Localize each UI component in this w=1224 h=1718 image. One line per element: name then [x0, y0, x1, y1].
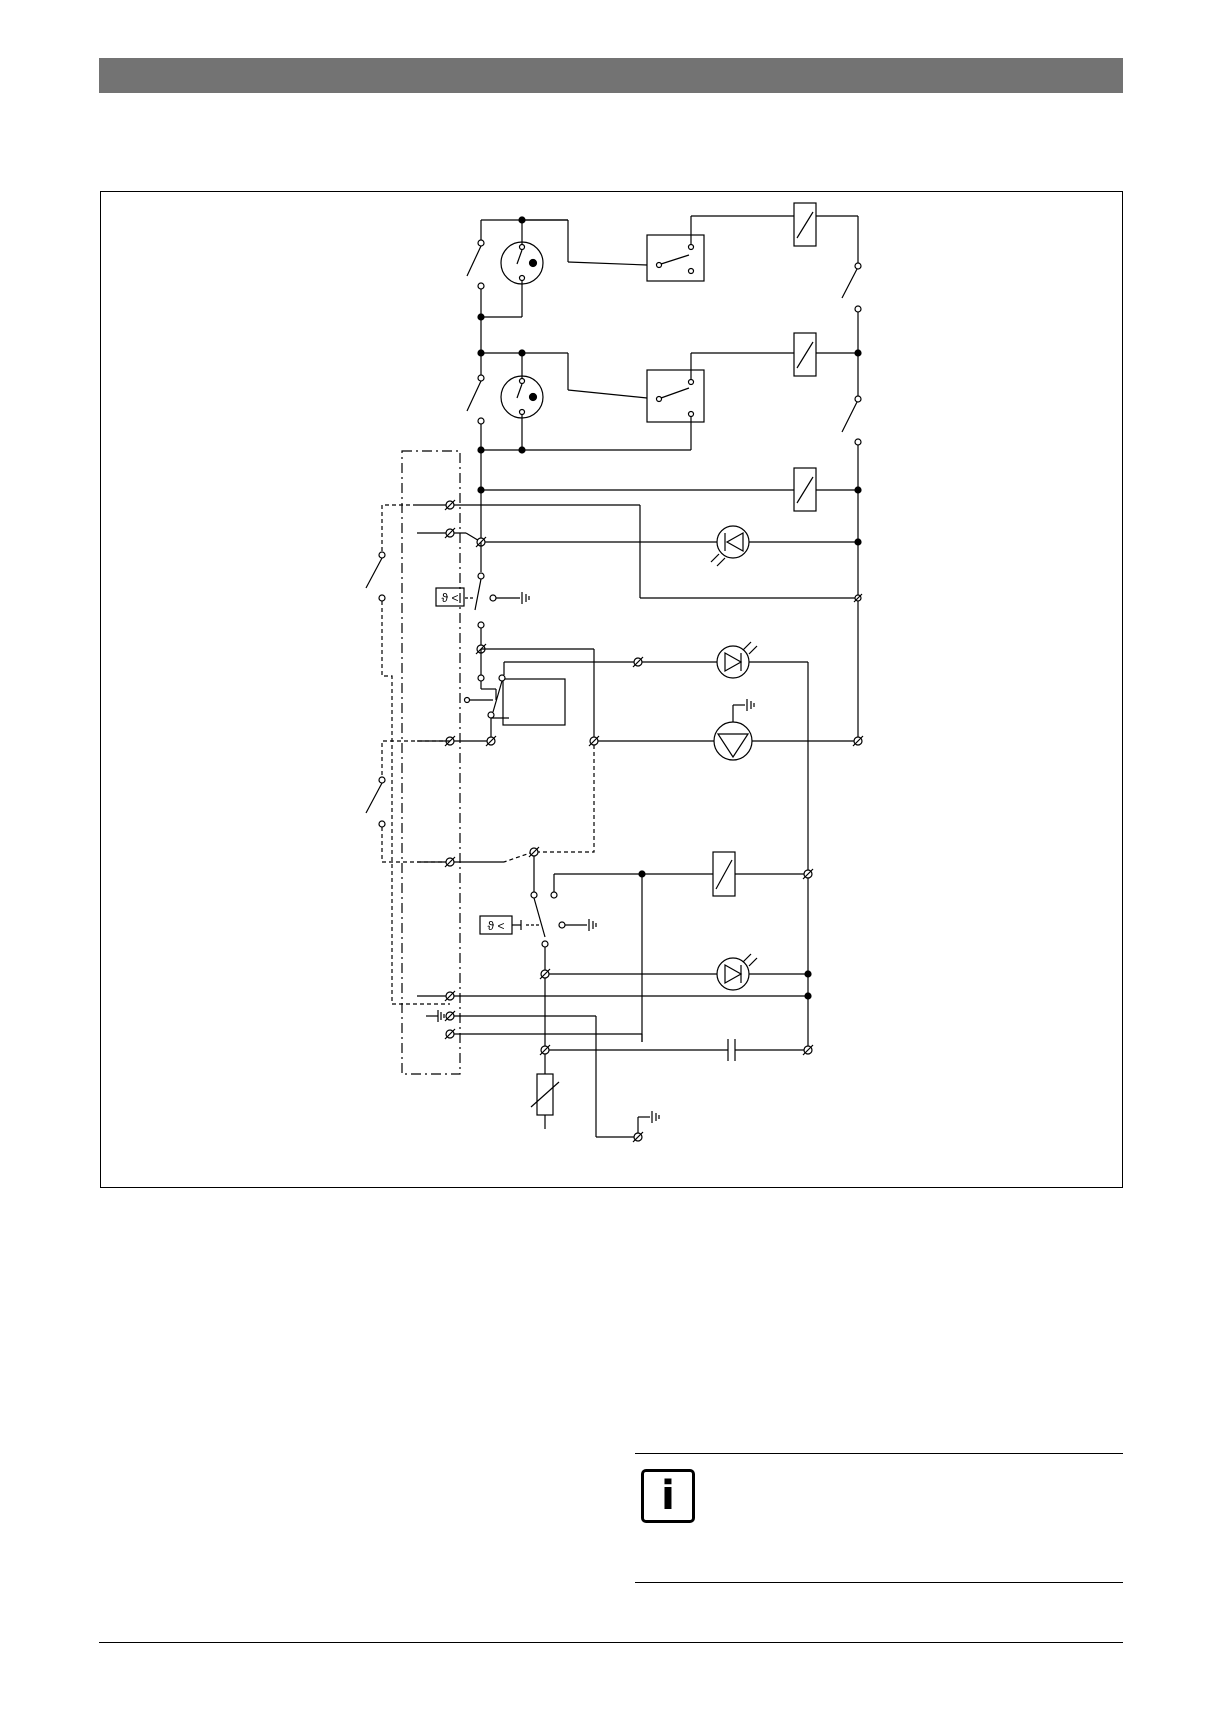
relay-coil-icon — [794, 333, 816, 376]
ground-icon — [522, 592, 529, 604]
indicator-lamp-icon — [717, 642, 757, 678]
terminal-icon — [445, 500, 486, 547]
flame-monitor-row-1 — [467, 203, 861, 353]
relay-contact-box — [503, 679, 565, 725]
footer-rule — [99, 1642, 1123, 1643]
flame-sensor-icon — [501, 220, 543, 317]
relay-coil-icon — [713, 852, 735, 896]
thermostat-label: ϑ < — [442, 591, 459, 605]
wiring-diagram: ϑ < — [100, 191, 1123, 1188]
flame-monitor-row-2 — [467, 333, 861, 490]
info-note-bottom-rule — [635, 1582, 1123, 1583]
indicator-lamp-icon — [711, 526, 749, 566]
capacitor-icon — [728, 1039, 735, 1061]
varistor-icon — [531, 1074, 559, 1115]
indicator-lamp-icon — [717, 954, 757, 990]
info-note-top-rule — [635, 1453, 1123, 1454]
terminal-strip — [402, 451, 460, 1074]
ground-icon — [426, 1010, 444, 1022]
relay-coil-icon — [794, 203, 816, 246]
relay-coil-icon — [794, 468, 816, 511]
info-icon: i — [641, 1469, 695, 1523]
header-bar — [99, 58, 1123, 93]
ground-icon — [652, 1111, 659, 1123]
pump-icon — [714, 699, 754, 760]
thermostat-label: ϑ < — [488, 919, 505, 933]
flame-sensor-icon — [501, 353, 543, 450]
ground-icon — [589, 919, 596, 931]
info-glyph: i — [644, 1476, 692, 1516]
